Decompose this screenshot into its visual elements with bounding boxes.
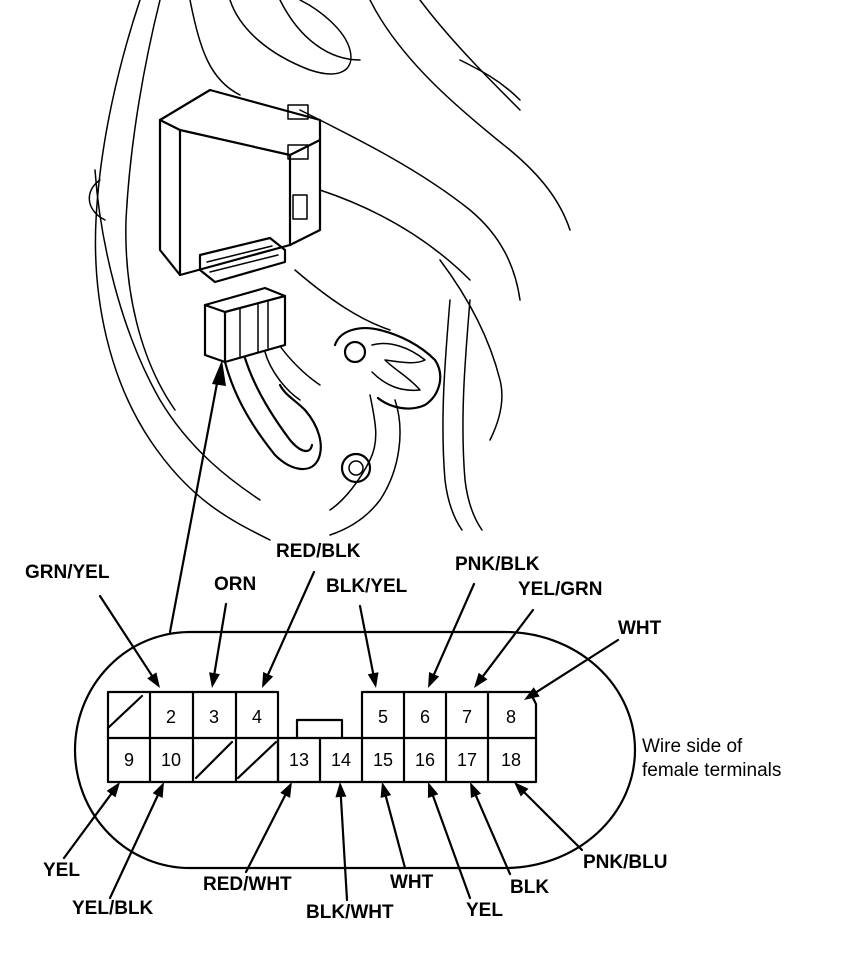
arrowhead-pin-8 — [524, 687, 540, 700]
pin-number-14: 14 — [331, 750, 351, 770]
leader-line-pin-9 — [62, 790, 114, 860]
arrowhead-pin-4 — [262, 672, 274, 688]
blank-cavity — [194, 740, 234, 780]
wire-color-label-pin-5: BLK/YEL — [326, 576, 408, 597]
caption-line-1: Wire side of — [642, 736, 743, 757]
pin-number-5: 5 — [378, 707, 388, 727]
pin-number-8: 8 — [506, 707, 516, 727]
wire-callouts: GRN/YEL ORN RED/BLK BLK/YEL PNK/BLK YEL/GRN WH… — [25, 541, 667, 923]
arrowhead-pin-5 — [367, 672, 379, 688]
leader-line-pin-7 — [480, 608, 535, 680]
connector-face — [73, 630, 637, 870]
arrowhead — [212, 360, 226, 386]
wire-color-label-pin-2: GRN/YEL — [25, 562, 110, 583]
arrowhead-pin-13 — [280, 782, 292, 798]
leader-line-pin-16 — [430, 792, 472, 900]
pin-number-15: 15 — [373, 750, 393, 770]
leader-line-pin-8 — [533, 638, 620, 695]
pin-number-3: 3 — [209, 707, 219, 727]
arrowhead-pin-6 — [428, 672, 440, 688]
wire-color-label-pin-13: RED/WHT — [203, 874, 292, 895]
arrowhead-pin-10 — [152, 782, 164, 798]
pin-number-4: 4 — [252, 707, 262, 727]
arrowhead-pin-16 — [427, 782, 439, 798]
leader-line-pin-5 — [358, 604, 375, 678]
leader-line-pin-14 — [339, 792, 349, 902]
arrowhead-pin-9 — [106, 782, 120, 798]
leader-line-pin-4 — [265, 570, 316, 679]
connector-pointer-arrow — [168, 360, 226, 634]
wire-color-label-pin-3: ORN — [214, 574, 256, 595]
leader-line-pin-17 — [473, 791, 512, 876]
wire-color-label-pin-4: RED/BLK — [276, 541, 361, 562]
wire-color-label-pin-10: YEL/BLK — [72, 898, 154, 919]
leader-line-pin-2 — [98, 594, 155, 680]
arrowhead-pin-17 — [470, 782, 482, 798]
wire-color-label-pin-8: WHT — [618, 618, 662, 639]
caption-line-2: female terminals — [642, 760, 781, 781]
arrowhead-pin-15 — [380, 782, 392, 798]
blank-cavity — [236, 740, 278, 780]
pin-number-10: 10 — [161, 750, 181, 770]
wire-color-label-pin-16: YEL — [466, 900, 503, 921]
arrowhead-pin-18 — [514, 782, 529, 797]
pin-number-16: 16 — [415, 750, 435, 770]
arrowhead-pin-7 — [474, 672, 488, 688]
pin-number-2: 2 — [166, 707, 176, 727]
pin-number-13: 13 — [289, 750, 309, 770]
wire-color-label-pin-18: PNK/BLU — [583, 852, 667, 873]
pin-number-7: 7 — [462, 707, 472, 727]
wire-color-label-pin-6: PNK/BLK — [455, 554, 540, 575]
wire-color-label-pin-7: YEL/GRN — [518, 579, 602, 600]
locking-tab — [295, 718, 344, 740]
arrowhead-pin-2 — [147, 672, 160, 688]
wire-color-label-pin-15: WHT — [390, 872, 434, 893]
arrowhead-pin-3 — [209, 672, 220, 688]
leader-line-pin-15 — [384, 792, 407, 870]
control-unit-illustration — [88, 0, 571, 541]
leader-line-pin-6 — [431, 582, 476, 679]
leader-line-pin-13 — [244, 791, 288, 874]
pin-number-9: 9 — [124, 750, 134, 770]
wire-color-label-pin-17: BLK — [510, 877, 549, 898]
pin-number-17: 17 — [457, 750, 477, 770]
wire-color-label-pin-9: YEL — [43, 860, 80, 881]
leader-line-pin-10 — [108, 791, 161, 900]
leader-line-pin-3 — [212, 602, 228, 678]
wire-color-label-pin-14: BLK/WHT — [306, 902, 394, 923]
pin-number-18: 18 — [501, 750, 521, 770]
pin-labels: 2 3 4 5 6 7 8 9 10 13 14 15 16 17 18 — [124, 707, 521, 770]
arrowhead-pin-14 — [335, 782, 347, 798]
leader-line-pin-18 — [521, 789, 584, 852]
blank-cavity — [106, 694, 144, 730]
pin-number-6: 6 — [420, 707, 430, 727]
